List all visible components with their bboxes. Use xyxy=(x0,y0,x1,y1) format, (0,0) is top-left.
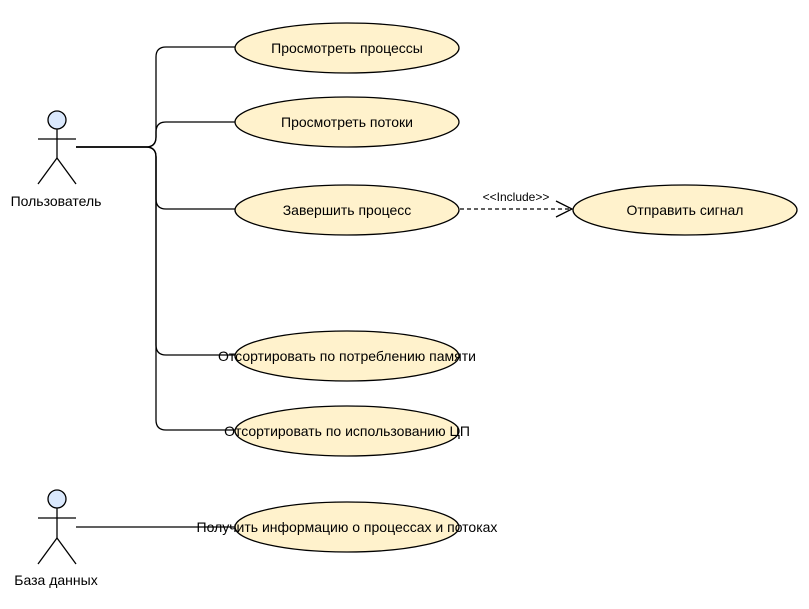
use-case-label: Просмотреть процессы xyxy=(271,40,423,56)
stick-figure-icon xyxy=(37,110,77,185)
actor-label: Пользователь xyxy=(11,193,102,209)
use-case-view-processes[interactable]: Просмотреть процессы xyxy=(234,22,460,74)
actor-label: База данных xyxy=(14,572,97,588)
use-case-label: Отправить сигнал xyxy=(627,202,744,218)
include-stereotype-label: <<Include>> xyxy=(483,190,550,204)
use-case-get-info[interactable]: Получить информацию о процессах и потока… xyxy=(197,501,498,553)
actor-db[interactable]: База данных xyxy=(14,489,98,588)
use-case-label: Отсортировать по использованию ЦП xyxy=(224,423,470,439)
stick-figure-icon xyxy=(37,489,77,565)
use-case-send-signal[interactable]: Отправить сигнал xyxy=(572,184,798,236)
use-case-sort-cpu[interactable]: Отсортировать по использованию ЦП xyxy=(224,405,470,457)
use-case-sort-memory[interactable]: Отсортировать по потреблению памяти xyxy=(218,330,476,382)
use-case-label: Отсортировать по потреблению памяти xyxy=(218,348,476,364)
use-case-label: Получить информацию о процессах и потока… xyxy=(197,519,498,535)
use-case-label: Просмотреть потоки xyxy=(281,114,413,130)
association-user-sort-cpu xyxy=(76,146,235,431)
association-user-view-threads xyxy=(76,121,235,148)
use-case-label: Завершить процесс xyxy=(283,202,412,218)
actor-user[interactable]: Пользователь xyxy=(11,110,102,209)
use-case-kill-process[interactable]: Завершить процесс xyxy=(234,184,460,236)
use-case-view-threads[interactable]: Просмотреть потоки xyxy=(234,96,460,148)
include-arrow-head xyxy=(555,200,574,218)
